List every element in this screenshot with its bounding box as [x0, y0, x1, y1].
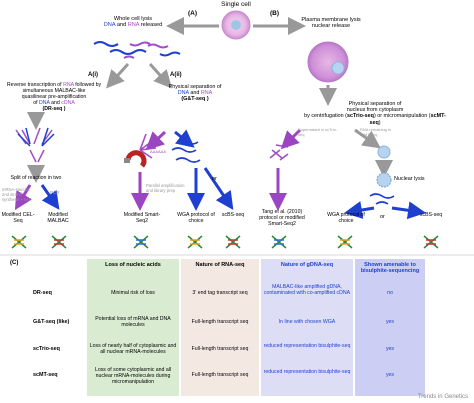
a-ii-label: A(ii) — [170, 72, 182, 78]
mrna-specific-text: mRNA-specific 2nd strand synthesis + IVT — [2, 187, 31, 202]
nucleus-icon — [377, 145, 391, 159]
cell: Full-length transcript seq — [191, 346, 249, 352]
remaining-text: RNA remaining in scMT-seq — [360, 127, 392, 137]
cell: yes — [385, 346, 395, 352]
a-i-output-2: Modified MALBAC — [47, 212, 69, 224]
bead-strands — [139, 133, 201, 163]
b-output-1: Tang et al. (2010) protocol or modified … — [259, 209, 305, 227]
a-ii-or: or — [212, 176, 217, 182]
row-label: scMT-seq — [33, 372, 58, 378]
b-output-3: scBS-seq — [419, 212, 443, 218]
a-ii-output-2: WGA protocol of choice — [177, 212, 215, 224]
nucleus-cell-icon — [307, 41, 349, 83]
cell: Minimal risk of loss — [111, 290, 155, 296]
nuclear-lysis-icon — [376, 172, 392, 188]
whole-lysis-text: Whole cell lysis DNA and RNA released — [103, 16, 163, 29]
single-cell-label: Single cell — [221, 1, 251, 8]
branch-a-label: (A) — [188, 10, 198, 17]
diagram-graphics — [0, 10, 474, 256]
a-i-label: A(i) — [88, 72, 98, 78]
row-label: DR-seq — [33, 290, 52, 296]
col-bisulphite: Shown amenable to bisulphite-sequencing … — [355, 259, 425, 396]
cell: Full-length transcript seq — [191, 372, 249, 378]
a-ii-output-3: scBS-seq — [221, 212, 245, 218]
dna-helix-icon — [11, 235, 439, 249]
magnet-icon — [124, 150, 147, 168]
col-loss: Loss of nucleic acids Minimal risk of lo… — [87, 259, 179, 396]
row-label: G&T-seq (like) — [33, 319, 70, 325]
header-loss: Loss of nucleic acids — [105, 262, 161, 268]
col-rna: Nature of RNA-seq 3’ end tag transcript … — [181, 259, 259, 396]
cell: reduced representation bisulphite-seq — [263, 369, 351, 375]
cell: no — [387, 290, 393, 296]
cell: In line with chosen WGA — [278, 319, 336, 325]
watermark: Trends in Genetics — [417, 394, 468, 400]
released-nucleic-acids — [93, 41, 181, 59]
header-rna: Nature of RNA-seq — [195, 262, 245, 268]
parallel-text: Parallel amplification and library prep — [146, 183, 185, 193]
table-label: (C) — [10, 260, 19, 266]
split-text: Split of reaction in two — [10, 175, 62, 181]
b-output-2: WGA protocol of choice — [327, 212, 365, 224]
b-description: Physical separation of nucleus from cyto… — [304, 101, 446, 126]
cell: reduced representation bisulphite-seq — [263, 343, 351, 349]
col-gdna: Nature of gDNA-seq MALBAC-like amplified… — [261, 259, 353, 396]
b-or: or — [380, 214, 385, 220]
single-cell-icon — [221, 10, 251, 40]
branch-b-label: (B) — [270, 10, 280, 17]
cell: yes — [385, 372, 395, 378]
cell: Loss of nearly half of cytoplasmic and a… — [89, 343, 177, 356]
polya-label: AAAAAA — [150, 149, 167, 154]
cell: Loss of some cytoplasmic and all nuclear… — [94, 367, 172, 386]
header-gdna: Nature of gDNA-seq — [280, 262, 334, 268]
cell: Potential loss of mRNA and DNA molecules — [95, 316, 171, 329]
a-i-output-1: Modified CEL-Seq — [1, 212, 35, 224]
cell: Full-length transcript seq — [191, 319, 249, 325]
nuclear-lysis-label: Nuclear lysis — [394, 176, 425, 182]
cell: MALBAC-like amplified gDNA, contaminated… — [263, 284, 351, 297]
a-ii-output-1: Modified Smart-Seq2 — [123, 212, 161, 224]
supernatant-text: Supernatant in scTrio-seq — [298, 127, 338, 137]
row-label: scTrio-seq — [33, 346, 60, 352]
header-bisulphite: Shown amenable to bisulphite-sequencing — [360, 262, 420, 274]
cell: yes — [385, 319, 395, 325]
amplified-molecules — [15, 127, 55, 163]
cell: 3’ end tag transcript seq — [192, 290, 248, 296]
comparison-table: Loss of nucleic acids Minimal risk of lo… — [31, 259, 471, 396]
nuclear-dna — [369, 193, 395, 205]
a-ii-description: Physical separation of DNA and RNA (G&T-… — [168, 84, 222, 103]
a-i-description: Reverse transcription of RNA followed by… — [6, 82, 102, 112]
cytoplasm-rna — [269, 144, 289, 161]
pcr-text: PCR — [50, 190, 60, 195]
